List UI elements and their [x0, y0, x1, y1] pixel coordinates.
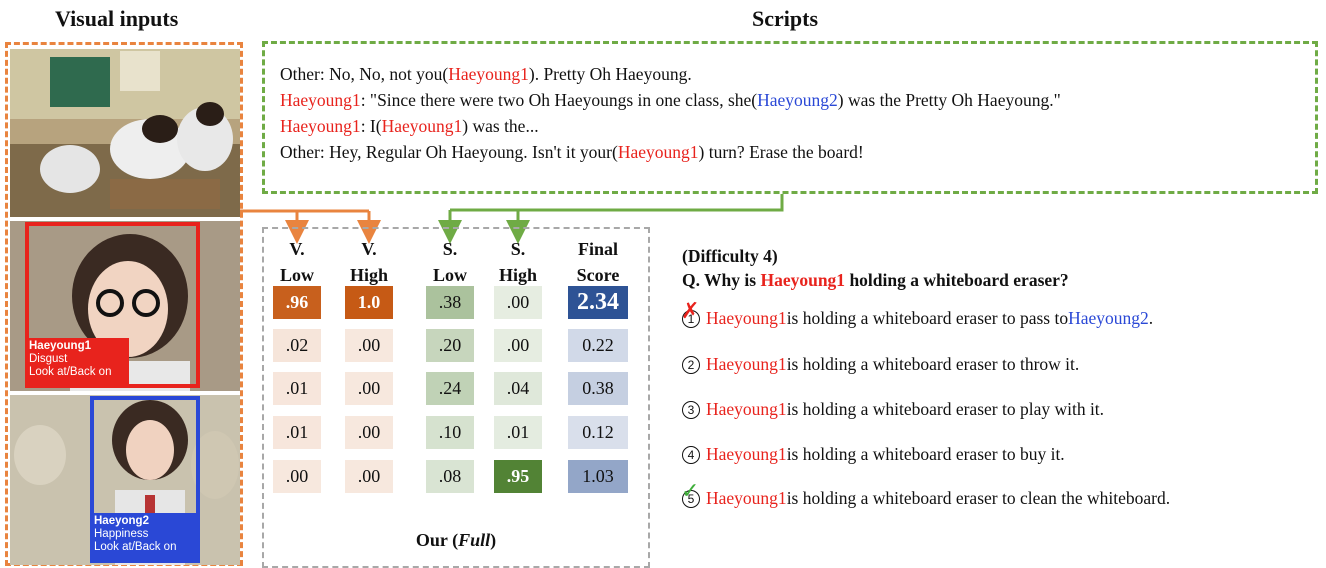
- script-line: Other: Hey, Regular Oh Haeyoung. Isn't i…: [280, 142, 864, 163]
- option-number: 5✓: [681, 477, 700, 508]
- score-cell: .24: [426, 372, 474, 405]
- script-line: Haeyoung1: I(Haeyoung1) was the...: [280, 116, 539, 137]
- column-header: S.Low: [432, 239, 467, 285]
- question-text: Q. Why is Haeyoung1 holding a whiteboard…: [682, 270, 1069, 290]
- scripts-header: Scripts: [752, 6, 818, 31]
- score-cell: 1.0: [345, 286, 393, 319]
- answer-text: is holding a whiteboard eraser to throw …: [786, 354, 1080, 374]
- haeyoung2-tag-name: Haeyong2: [94, 515, 149, 527]
- score-cell: .95: [494, 460, 542, 493]
- character-name: Haeyoung1: [706, 488, 787, 508]
- answer-text: is holding a whiteboard eraser to clean …: [786, 488, 1171, 508]
- script-line: Haeyoung1: "Since there were two Oh Haey…: [280, 90, 1061, 111]
- script-line: Other: No, No, not you(Haeyoung1). Prett…: [280, 64, 692, 85]
- check-mark-icon: ✓: [681, 477, 700, 503]
- script-connector-line: [450, 194, 784, 212]
- video-frame-haeyoung2: Haeyong2 Happiness Look at/Back on: [10, 395, 240, 565]
- score-cell: .04: [494, 372, 542, 405]
- score-cell: .01: [273, 416, 321, 449]
- visual-inputs-header: Visual inputs: [55, 6, 179, 31]
- option-number: 1✗: [681, 297, 700, 328]
- script-text: ) was the Pretty Oh Haeyoung.": [837, 90, 1061, 110]
- character-name: Haeyoung1: [706, 354, 787, 374]
- scripts-box: Other: No, No, not you(Haeyoung1). Prett…: [262, 41, 1318, 194]
- score-cell: .00: [345, 416, 393, 449]
- answer-text: is holding a whiteboard eraser to play w…: [786, 399, 1105, 419]
- option-number: 3: [682, 400, 700, 419]
- classroom-scene-image: [10, 49, 240, 217]
- column-header: S.High: [498, 239, 537, 285]
- haeyoung2-tag-emotion: Happiness: [94, 528, 149, 540]
- character-name: Haeyoung1: [448, 64, 529, 84]
- score-cell: .10: [426, 416, 474, 449]
- answer-text: .: [1148, 308, 1154, 328]
- difficulty-label: (Difficulty 4): [682, 246, 778, 266]
- script-text: Other: Hey, Regular Oh Haeyoung. Isn't i…: [280, 142, 618, 162]
- score-cell: .38: [426, 286, 474, 319]
- haeyoung2-tag-action: Look at/Back on: [94, 541, 177, 553]
- character-name: Haeyoung1: [706, 399, 787, 419]
- haeyoung1-label-tag: Haeyoung1 Disgust Look at/Back on: [25, 338, 129, 388]
- score-cell: 2.34: [568, 286, 628, 319]
- score-cell: .08: [426, 460, 474, 493]
- option-number: 4: [682, 445, 700, 464]
- answer-text: is holding a whiteboard eraser to pass t…: [786, 308, 1069, 328]
- answer-option: 3 Haeyoung1 is holding a whiteboard erase…: [682, 399, 1104, 420]
- score-cell: .00: [345, 460, 393, 493]
- character-name: Haeyoung1: [706, 308, 787, 328]
- column-header: V.High: [349, 239, 388, 285]
- video-frame-classroom: [10, 49, 240, 217]
- score-cell: .00: [273, 460, 321, 493]
- score-cell: .96: [273, 286, 321, 319]
- haeyoung1-face-image: [10, 221, 240, 391]
- answer-option: 1✗ Haeyoung1 is holding a whiteboard eras…: [681, 297, 1154, 329]
- character-name: Haeyoung1: [706, 444, 787, 464]
- answer-option: 2 Haeyoung1 is holding a whiteboard erase…: [682, 354, 1079, 375]
- score-cell: 1.03: [568, 460, 628, 493]
- script-text: ). Pretty Oh Haeyoung.: [528, 64, 692, 84]
- option-number: 2: [682, 355, 700, 374]
- haeyoung2-label-tag: Haeyong2 Happiness Look at/Back on: [90, 513, 200, 563]
- score-cell: .00: [494, 329, 542, 362]
- score-cell: .00: [345, 372, 393, 405]
- answer-option: 5✓ Haeyoung1 is holding a whiteboard eras…: [681, 477, 1171, 509]
- script-text: ) was the...: [462, 116, 539, 136]
- score-cell: .20: [426, 329, 474, 362]
- score-cell: .00: [494, 286, 542, 319]
- score-cell: .01: [273, 372, 321, 405]
- score-cell: .02: [273, 329, 321, 362]
- script-text: Other: No, No, not you(: [280, 64, 449, 84]
- script-text: : I(: [360, 116, 382, 136]
- character-name: Haeyoung2: [757, 90, 838, 110]
- character-name: Haeyoung1: [280, 90, 361, 110]
- score-cell: 0.12: [568, 416, 628, 449]
- haeyoung1-tag-action: Look at/Back on: [29, 366, 112, 378]
- character-name: Haeyoung1: [617, 142, 699, 162]
- character-name: Haeyoung1: [381, 116, 463, 136]
- character-name: Haeyoung2: [1068, 308, 1149, 328]
- haeyoung1-tag-emotion: Disgust: [29, 353, 68, 365]
- script-text: : "Since there were two Oh Haeyoungs in …: [360, 90, 758, 110]
- video-frame-haeyoung1: Haeyoung1 Disgust Look at/Back on: [10, 221, 240, 391]
- table-caption: Our (Full): [415, 530, 497, 550]
- score-cell: 0.38: [568, 372, 628, 405]
- cross-mark-icon: ✗: [681, 297, 700, 323]
- answer-option: 4 Haeyoung1 is holding a whiteboard erase…: [682, 444, 1065, 465]
- score-cell: .01: [494, 416, 542, 449]
- score-cell: .00: [345, 329, 393, 362]
- character-name: Haeyoung1: [280, 116, 361, 136]
- score-cell: 0.22: [568, 329, 628, 362]
- column-header: V.Low: [279, 239, 314, 285]
- haeyoung1-tag-name: Haeyoung1: [29, 340, 91, 352]
- script-text: ) turn? Erase the board!: [698, 142, 864, 162]
- answer-text: is holding a whiteboard eraser to buy it…: [786, 444, 1065, 464]
